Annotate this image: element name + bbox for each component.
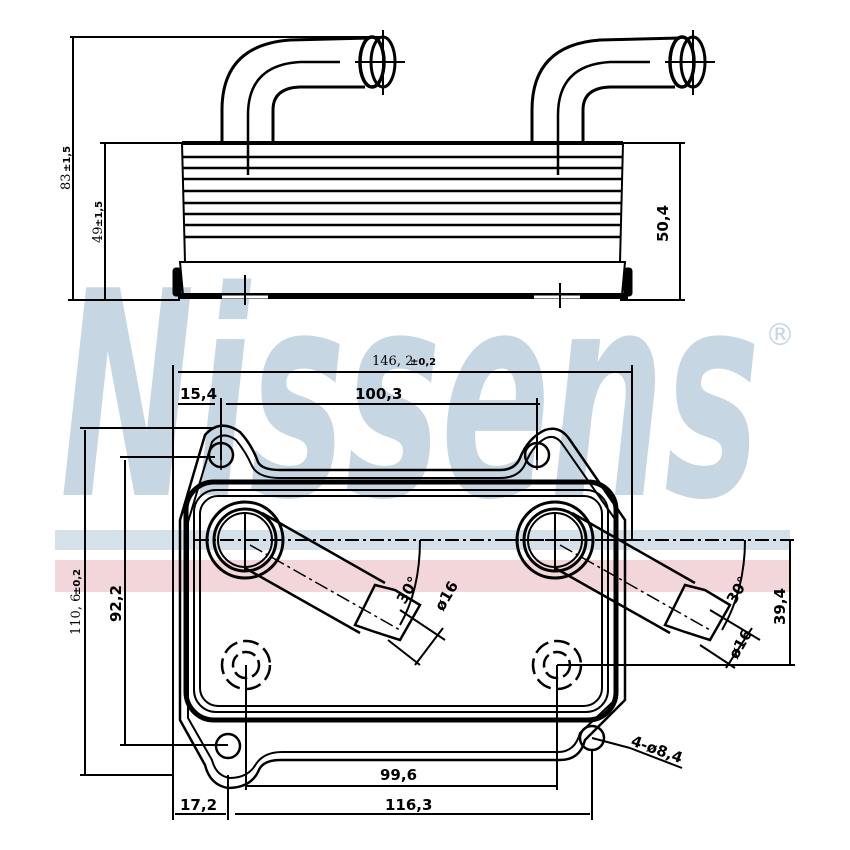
- dim-stack-height: 50,4: [654, 205, 672, 242]
- dim-body-height-tol: ±1,5: [94, 201, 105, 227]
- dim-overall-width-tol: ±0,2: [410, 357, 436, 368]
- top-view: [68, 30, 715, 308]
- watermark: Nissens ®: [55, 231, 795, 592]
- dim-bolt-spacing-bottom: 99,6: [380, 766, 417, 784]
- dim-hole-spacing-vertical: 92,2: [107, 585, 125, 622]
- dim-hole-spacing-bottom: 116,3: [385, 796, 432, 814]
- dim-edge-to-hole-bottom: 17,2: [180, 796, 217, 814]
- dim-front-overall-height-tol: ±0,2: [72, 569, 83, 595]
- dim-body-height: 49: [91, 226, 106, 243]
- dim-port-offset-vertical: 39,4: [771, 588, 789, 625]
- dim-overall-height: 83: [59, 173, 74, 190]
- dim-mount-holes: 4-ø8,4: [629, 732, 685, 767]
- top-view-dimensions: 83 ±1,5 49 ±1,5 50,4: [59, 146, 672, 243]
- dim-edge-to-hole: 15,4: [180, 385, 217, 403]
- dim-front-overall-height: 110, 6: [69, 594, 84, 635]
- front-view: [80, 365, 795, 820]
- dim-overall-height-tol: ±1,5: [62, 146, 73, 172]
- dim-port-diameter-right: ø16: [725, 626, 756, 662]
- dim-overall-width: 146, 2: [372, 354, 413, 369]
- registered-mark-icon: ®: [765, 318, 795, 353]
- watermark-band-red: [55, 560, 790, 592]
- dim-hole-spacing-top: 100,3: [355, 385, 402, 403]
- watermark-brand: Nissens: [60, 231, 760, 563]
